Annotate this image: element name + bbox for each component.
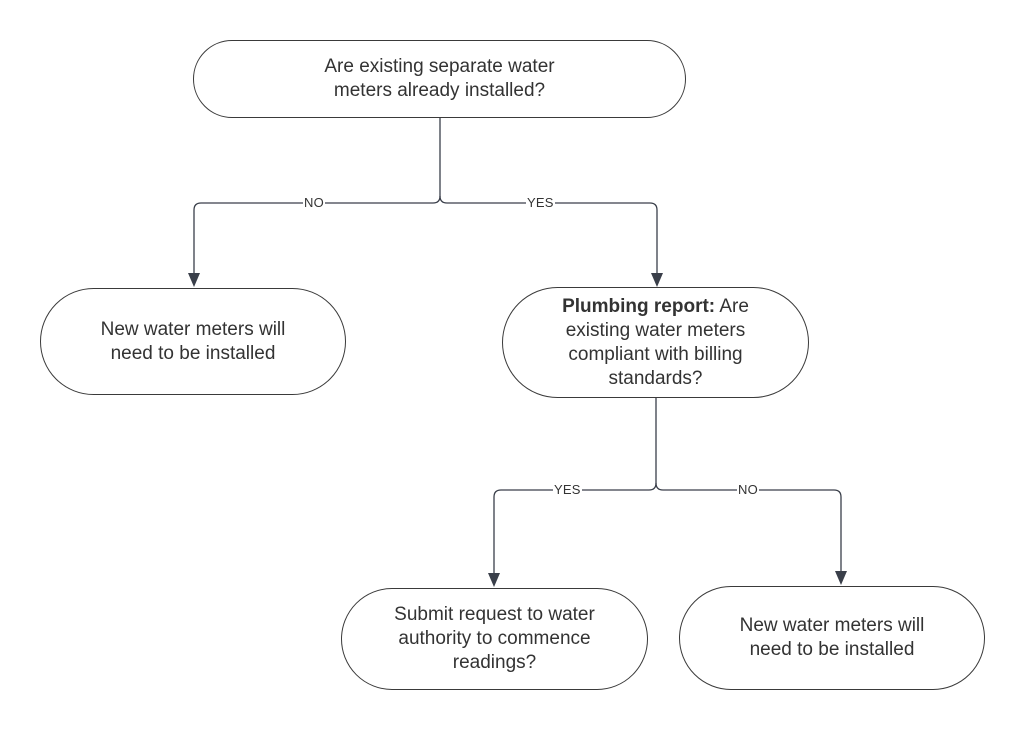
decision-existing-meters-text: Are existing separate water meters alrea… (324, 56, 555, 101)
arrowhead-to-submit (488, 573, 500, 587)
decision-plumbing-report-text: Plumbing report: Are existing water mete… (537, 295, 774, 391)
plumbing-report-bold: Plumbing report: (562, 295, 716, 317)
plumbing-report-question: Are existing water meters compliant with… (565, 295, 749, 389)
outcome-new-meters-text: New water meters will need to be install… (100, 318, 286, 364)
connector-plumbing-no (655, 482, 842, 573)
outcome-submit-request-text: Submit request to water authority to com… (394, 604, 595, 673)
edge-label-no-2: NO (737, 482, 759, 497)
arrowhead-to-no-install-2 (835, 571, 847, 585)
outcome-new-meters: New water meters will need to be install… (40, 288, 346, 395)
decision-existing-meters: Are existing separate water meters alrea… (193, 40, 686, 118)
connector-q1-yes (439, 195, 658, 275)
arrowhead-to-plumbing (651, 273, 663, 287)
outcome-submit-request: Submit request to water authority to com… (341, 588, 648, 690)
decision-plumbing-report: Plumbing report: Are existing water mete… (502, 287, 809, 398)
outcome-new-meters-2-text: New water meters will need to be install… (739, 615, 925, 660)
edge-label-yes-2: YES (553, 482, 582, 497)
arrowhead-to-no-install (188, 273, 200, 287)
outcome-new-meters-2: New water meters will need to be install… (679, 586, 985, 690)
edge-label-yes: YES (526, 195, 555, 210)
edge-label-no: NO (303, 195, 325, 210)
